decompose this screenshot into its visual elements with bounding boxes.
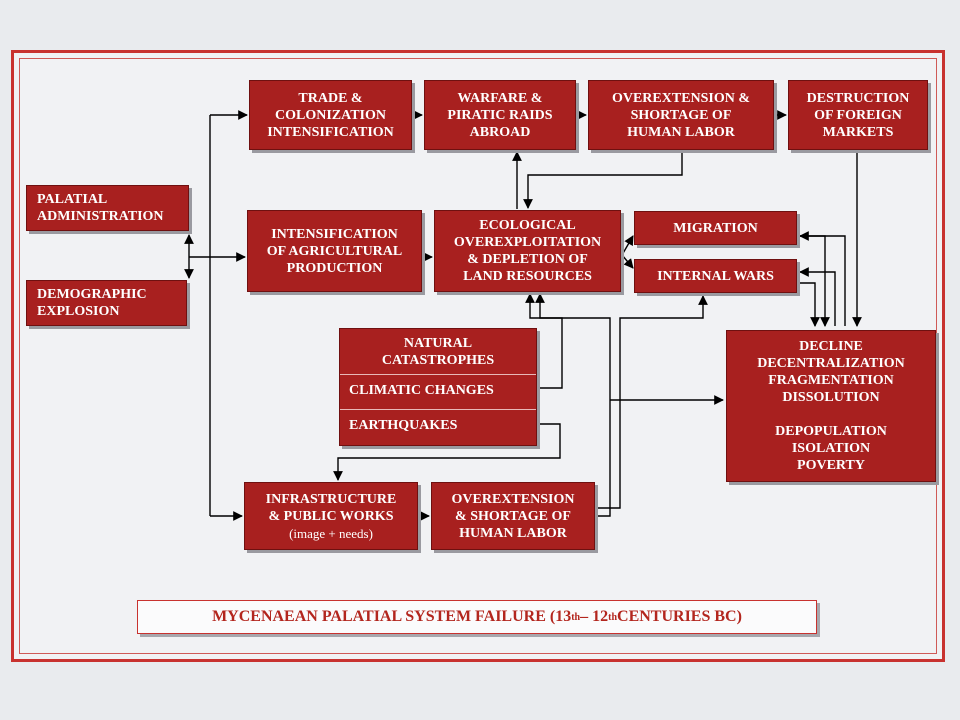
box-line: Intensification bbox=[271, 226, 398, 242]
caption-mid: – 12 bbox=[580, 608, 609, 625]
box-internal-wars: Internal Wars bbox=[634, 259, 797, 293]
box-line: Overextension & bbox=[611, 90, 751, 106]
box-line: of Foreign bbox=[814, 107, 902, 123]
arrow-internal-wars-decline bbox=[798, 282, 820, 327]
box-warfare-piratic-raids: Warfare & Piratic Raids Abroad bbox=[424, 80, 576, 150]
box-natural-causes: Natural Catastrophes Climatic Changes Ea… bbox=[339, 328, 537, 446]
box-line: Explosion bbox=[37, 304, 120, 319]
arrow-overext-bottom-ecological bbox=[525, 293, 611, 517]
box-line: Markets bbox=[822, 124, 894, 140]
box-destruction-foreign-markets: Destruction of Foreign Markets bbox=[788, 80, 928, 150]
box-line: Intensification bbox=[267, 124, 394, 140]
box-agricultural-production: Intensification of Agricultural Producti… bbox=[247, 210, 422, 292]
box-line: Internal Wars bbox=[657, 268, 774, 284]
box-line: Land Resources bbox=[463, 269, 592, 284]
arrow-climatic-ecological bbox=[535, 293, 563, 389]
box-ecological-overexploitation: Ecological Overexploitation & Depletion … bbox=[434, 210, 621, 292]
stack-divider bbox=[340, 409, 536, 410]
box-palatial-administration: Palatial Administration bbox=[26, 185, 189, 231]
box-line: Decline bbox=[799, 339, 863, 354]
box-migration: Migration bbox=[634, 211, 797, 245]
box-line: Overexploitation bbox=[453, 235, 602, 250]
arrow-to-migration bbox=[799, 231, 846, 326]
caption-end: centuries BC) bbox=[617, 608, 742, 625]
box-infrastructure-public-works: Infrastructure & Public Works (image + n… bbox=[244, 482, 418, 550]
box-line: Abroad bbox=[469, 124, 531, 140]
box-line: Shortage of bbox=[630, 107, 732, 123]
arrow-earthquakes-infra bbox=[333, 423, 561, 481]
arrow-ecological-migration bbox=[621, 235, 634, 256]
stack-divider bbox=[340, 374, 536, 375]
box-decline-outcomes: Decline Decentralization Fragmentation D… bbox=[726, 330, 936, 482]
caption-superscript: th bbox=[571, 611, 581, 623]
box-line: Human Labor bbox=[459, 525, 567, 541]
box-line: & Depletion of bbox=[467, 252, 588, 267]
caption-main: Mycenaean Palatial System Failure (13 bbox=[212, 608, 572, 625]
box-line: of Agricultural bbox=[266, 243, 403, 259]
box-line: Destruction bbox=[806, 90, 910, 106]
box-line: Migration bbox=[673, 220, 758, 236]
box-line: & Shortage of bbox=[455, 508, 571, 524]
caption-superscript: th bbox=[608, 611, 618, 623]
box-line: Poverty bbox=[797, 458, 865, 473]
box-line: & Public Works bbox=[268, 508, 394, 524]
arrow-to-internal-wars bbox=[799, 267, 836, 326]
box-line: Dissolution bbox=[782, 390, 880, 405]
diagram-caption: Mycenaean Palatial System Failure (13th … bbox=[137, 600, 817, 634]
box-line: Production bbox=[286, 260, 383, 276]
stack-earthquakes: Earthquakes bbox=[340, 417, 536, 434]
box-line: Catastrophes bbox=[381, 353, 495, 368]
arrow-overext-bottom-internal-wars bbox=[596, 295, 708, 509]
box-line: Depopulation bbox=[775, 424, 887, 439]
box-line: Climatic Changes bbox=[349, 383, 494, 398]
box-line: Warfare & bbox=[457, 90, 543, 106]
box-line: Demographic bbox=[37, 287, 147, 302]
box-line: Trade & bbox=[298, 90, 363, 106]
box-line: Overextension bbox=[451, 491, 575, 507]
box-line: Isolation bbox=[791, 441, 871, 456]
box-line: Human Labor bbox=[627, 124, 735, 140]
box-demographic-explosion: Demographic Explosion bbox=[26, 280, 187, 326]
box-line: Natural bbox=[403, 336, 473, 351]
arrow-overext-ecological bbox=[523, 152, 683, 209]
arrow-ecological-internal-wars bbox=[621, 254, 634, 269]
box-line: Decentralization bbox=[757, 356, 905, 371]
box-overextension-bottom: Overextension & Shortage of Human Labor bbox=[431, 482, 595, 550]
stack-climatic-changes: Climatic Changes bbox=[340, 382, 536, 399]
box-overextension-top: Overextension & Shortage of Human Labor bbox=[588, 80, 774, 150]
box-line: Infrastructure bbox=[265, 491, 397, 507]
box-line: Ecological bbox=[479, 218, 576, 233]
box-line: Fragmentation bbox=[768, 373, 894, 388]
box-trade-colonization: Trade & Colonization Intensification bbox=[249, 80, 412, 150]
box-line: Palatial bbox=[37, 192, 108, 207]
box-line: Administration bbox=[37, 209, 164, 224]
box-line: Colonization bbox=[275, 107, 386, 123]
box-line: Piratic Raids bbox=[447, 107, 553, 123]
stack-natural-catastrophes: Natural Catastrophes bbox=[340, 335, 536, 369]
box-line: Earthquakes bbox=[349, 418, 458, 433]
arrow-migration-decline bbox=[798, 235, 830, 327]
diagram-frame-inner bbox=[19, 58, 937, 654]
box-subline: (image + needs) bbox=[289, 525, 373, 541]
